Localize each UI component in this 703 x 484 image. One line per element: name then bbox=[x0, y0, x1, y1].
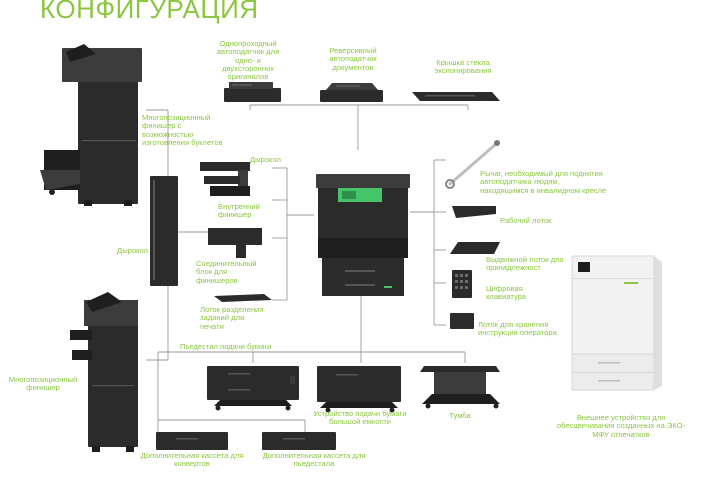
label-hole-punch-outer: Дырокол bbox=[117, 246, 148, 255]
single-pass-dadf-drawing bbox=[224, 82, 281, 102]
label-envelope-cassette: Дополнительная кассета для конвертов bbox=[140, 451, 244, 469]
inner-hole-punch-drawing bbox=[200, 162, 250, 196]
label-bridge-unit: Соединительный блок для финишеров bbox=[196, 259, 257, 285]
label-accessibility-lever: Рычаг, необходимый для поднятия автопода… bbox=[480, 169, 607, 195]
label-inner-finisher: Внутренний финишер bbox=[218, 202, 260, 220]
outer-hole-punch-drawing bbox=[150, 176, 178, 286]
manual-tray-drawing bbox=[450, 313, 474, 329]
radf-drawing bbox=[320, 83, 383, 102]
label-manual-tray: Лоток для хранения инструкции оператора bbox=[478, 320, 557, 338]
lcf-drawing bbox=[317, 366, 401, 413]
bridge-unit-drawing bbox=[208, 228, 262, 258]
label-work-tray: Рабочий лоток bbox=[500, 216, 552, 225]
paper-pedestal-drawing bbox=[207, 366, 299, 411]
keypad-drawing bbox=[452, 270, 472, 298]
label-drawer-tray: Выдвижной лоток для принадлежност bbox=[486, 255, 564, 273]
label-job-separator: Лоток разделения заданий для печати bbox=[200, 305, 264, 331]
label-multi-finisher: Многопозиционный финишер bbox=[8, 375, 78, 393]
external-device-drawing bbox=[571, 255, 662, 391]
label-booklet-finisher: Многопозиционный финишер с возможностью … bbox=[142, 113, 223, 147]
label-lcf: Устройство подачи бумаги большой емкости bbox=[313, 409, 407, 427]
label-stand: Тумба bbox=[449, 411, 471, 420]
lever-drawing bbox=[445, 140, 500, 189]
label-external-device: Внешнее устройство для обесцвечивания со… bbox=[556, 413, 686, 439]
label-hole-punch-inner: Дырокол bbox=[250, 155, 281, 164]
job-separator-drawing bbox=[214, 294, 272, 302]
work-tray-drawing bbox=[452, 206, 496, 218]
label-platen-cover: Крышка стекла экспонирования bbox=[434, 58, 492, 76]
pedestal-cassette-drawing bbox=[262, 432, 336, 450]
label-radf: Реверсивный автоподатчик документов bbox=[329, 46, 377, 72]
label-single-pass-dadf: Однопроходный автоподатчик для одно- и д… bbox=[216, 39, 280, 82]
mfp-drawing bbox=[316, 174, 410, 296]
connector-lines bbox=[146, 104, 469, 432]
stand-drawing bbox=[420, 366, 500, 409]
booklet-finisher-drawing bbox=[40, 44, 142, 206]
label-pedestal-cassette: Дополнительная кассета для пьедестала bbox=[262, 451, 366, 469]
drawer-tray-drawing bbox=[450, 242, 500, 254]
platen-cover-drawing bbox=[412, 92, 500, 101]
multi-finisher-drawing bbox=[70, 292, 138, 452]
label-paper-pedestal: Пьедестал подачи бумаги bbox=[180, 342, 272, 351]
page-title: КОНФИГУРАЦИЯ bbox=[40, 0, 259, 24]
label-keypad: Цифровая клавиатура bbox=[486, 284, 527, 302]
envelope-cassette-drawing bbox=[156, 432, 228, 450]
